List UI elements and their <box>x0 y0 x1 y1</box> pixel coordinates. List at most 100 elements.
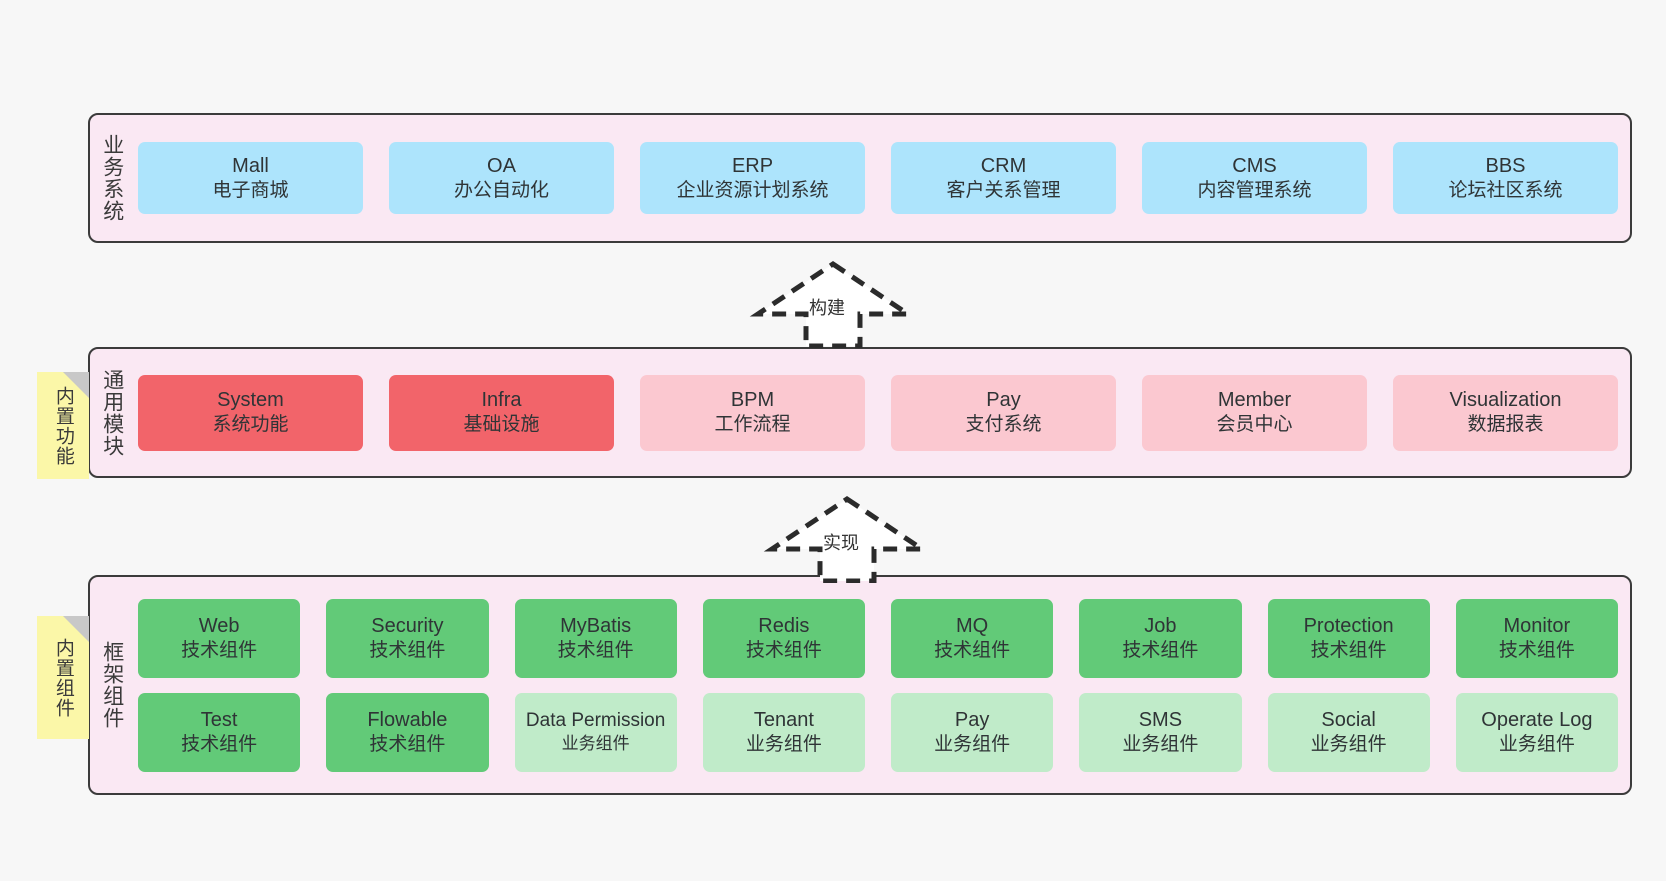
node-label-cn: 基础设施 <box>463 414 540 436</box>
node-row: System 系统功能 Infra 基础设施 BPM 工作流程 Pay 支付系统… <box>138 374 1618 451</box>
node-label-en: Operate Log <box>1481 708 1593 731</box>
node-label-en: Flowable <box>367 708 448 731</box>
arrow-build-label: 构建 <box>809 298 845 318</box>
node-web[interactable]: Web 技术组件 <box>138 598 301 678</box>
node-label-en: MyBatis <box>560 614 632 637</box>
node-label-cn: 技术组件 <box>369 733 446 755</box>
node-label-en: Protection <box>1303 614 1394 637</box>
node-row: Test 技术组件 Flowable 技术组件 Data Permission … <box>138 692 1618 772</box>
layer-framework-component: 框架组件 Web 技术组件 Security 技术组件 MyBatis 技术组件… <box>88 575 1632 795</box>
node-data-permission[interactable]: Data Permission 业务组件 <box>514 692 677 772</box>
layer-title-framework-component: 框架组件 <box>100 641 124 729</box>
node-label-cn: 论坛社区系统 <box>1448 179 1563 201</box>
node-infra[interactable]: Infra 基础设施 <box>389 374 614 451</box>
node-sms[interactable]: SMS 业务组件 <box>1079 692 1242 772</box>
node-crm[interactable]: CRM 客户关系管理 <box>891 142 1116 214</box>
node-pay-module[interactable]: Pay 支付系统 <box>891 374 1116 451</box>
node-label-cn: 企业资源计划系统 <box>676 179 829 201</box>
node-label-en: Pay <box>986 389 1021 412</box>
node-test[interactable]: Test 技术组件 <box>138 692 301 772</box>
node-label-cn: 会员中心 <box>1216 414 1293 436</box>
node-label-cn: 业务组件 <box>934 733 1011 755</box>
node-label-cn: 数据报表 <box>1467 414 1544 436</box>
node-label-en: Data Permission <box>525 710 666 732</box>
node-system[interactable]: System 系统功能 <box>138 374 363 451</box>
node-label-en: ERP <box>731 154 774 177</box>
node-security[interactable]: Security 技术组件 <box>326 598 489 678</box>
node-member[interactable]: Member 会员中心 <box>1142 374 1367 451</box>
node-visualization[interactable]: Visualization 数据报表 <box>1393 374 1618 451</box>
node-row: Web 技术组件 Security 技术组件 MyBatis 技术组件 Redi… <box>138 598 1618 678</box>
node-row: Mall 电子商城 OA 办公自动化 ERP 企业资源计划系统 CRM 客户关系… <box>138 142 1618 214</box>
node-label-en: Infra <box>481 389 522 412</box>
node-label-cn: 支付系统 <box>965 414 1042 436</box>
node-label-en: OA <box>487 154 516 177</box>
node-label-cn: 技术组件 <box>181 639 258 661</box>
layer-common-module: 通用模块 System 系统功能 Infra 基础设施 BPM 工作流程 Pay… <box>88 347 1632 478</box>
node-bpm[interactable]: BPM 工作流程 <box>640 374 865 451</box>
node-label-cn: 业务组件 <box>561 733 630 753</box>
node-label-en: Web <box>198 614 240 637</box>
node-label-en: Redis <box>758 614 810 637</box>
sticky-note-label: 内置功能 <box>52 385 74 466</box>
node-label-cn: 技术组件 <box>1498 639 1575 661</box>
arrow-build-icon <box>749 260 917 349</box>
node-label-cn: 电子商城 <box>212 179 289 201</box>
node-social[interactable]: Social 业务组件 <box>1267 692 1430 772</box>
node-label-cn: 技术组件 <box>1122 639 1199 661</box>
node-label-cn: 技术组件 <box>745 639 822 661</box>
node-label-en: CMS <box>1232 154 1277 177</box>
layer-body-business-system: Mall 电子商城 OA 办公自动化 ERP 企业资源计划系统 CRM 客户关系… <box>134 115 1630 241</box>
node-label-en: Member <box>1217 389 1292 412</box>
node-label-en: Social <box>1321 708 1376 731</box>
node-label-cn: 客户关系管理 <box>946 179 1061 201</box>
node-flowable[interactable]: Flowable 技术组件 <box>326 692 489 772</box>
node-oa[interactable]: OA 办公自动化 <box>389 142 614 214</box>
node-monitor[interactable]: Monitor 技术组件 <box>1455 598 1618 678</box>
node-tenant[interactable]: Tenant 业务组件 <box>702 692 865 772</box>
node-label-en: Security <box>371 614 444 637</box>
node-label-cn: 业务组件 <box>1498 733 1575 755</box>
node-label-en: MQ <box>956 614 989 637</box>
node-label-en: SMS <box>1138 708 1183 731</box>
sticky-note-label: 内置组件 <box>52 637 74 718</box>
node-label-en: Pay <box>954 708 990 731</box>
layer-title-business-system: 业务系统 <box>100 134 124 222</box>
node-label-cn: 业务组件 <box>1310 733 1387 755</box>
node-pay-component[interactable]: Pay 业务组件 <box>891 692 1054 772</box>
node-label-cn: 工作流程 <box>714 414 791 436</box>
node-label-cn: 业务组件 <box>1122 733 1199 755</box>
node-erp[interactable]: ERP 企业资源计划系统 <box>640 142 865 214</box>
arrow-implement: 实现 <box>762 493 932 584</box>
node-label-cn: 技术组件 <box>557 639 634 661</box>
node-cms[interactable]: CMS 内容管理系统 <box>1142 142 1367 214</box>
node-label-cn: 业务组件 <box>745 733 822 755</box>
node-mq[interactable]: MQ 技术组件 <box>891 598 1054 678</box>
node-label-en: Job <box>1144 614 1177 637</box>
node-bbs[interactable]: BBS 论坛社区系统 <box>1393 142 1618 214</box>
sticky-note-builtin-component: 内置组件 <box>37 616 89 739</box>
node-label-cn: 内容管理系统 <box>1197 179 1312 201</box>
layer-body-framework-component: Web 技术组件 Security 技术组件 MyBatis 技术组件 Redi… <box>134 577 1630 793</box>
node-label-cn: 办公自动化 <box>453 179 549 201</box>
node-label-cn: 技术组件 <box>181 733 258 755</box>
node-redis[interactable]: Redis 技术组件 <box>702 598 865 678</box>
node-label-en: Mall <box>232 154 269 177</box>
layer-title-common-module: 通用模块 <box>100 368 124 457</box>
node-operate-log[interactable]: Operate Log 业务组件 <box>1455 692 1618 772</box>
layer-business-system: 业务系统 Mall 电子商城 OA 办公自动化 ERP 企业资源计划系统 CRM… <box>88 113 1632 243</box>
node-label-cn: 技术组件 <box>934 639 1011 661</box>
arrow-build: 构建 <box>748 258 918 349</box>
node-label-en: Test <box>200 708 238 731</box>
node-protection[interactable]: Protection 技术组件 <box>1267 598 1430 678</box>
arrow-implement-label: 实现 <box>823 533 859 553</box>
node-mall[interactable]: Mall 电子商城 <box>138 142 363 214</box>
node-mybatis[interactable]: MyBatis 技术组件 <box>514 598 677 678</box>
node-label-cn: 技术组件 <box>369 639 446 661</box>
node-label-en: CRM <box>980 154 1027 177</box>
node-label-en: BBS <box>1485 154 1526 177</box>
node-job[interactable]: Job 技术组件 <box>1079 598 1242 678</box>
node-label-en: Tenant <box>753 708 814 731</box>
node-label-en: System <box>217 389 284 412</box>
